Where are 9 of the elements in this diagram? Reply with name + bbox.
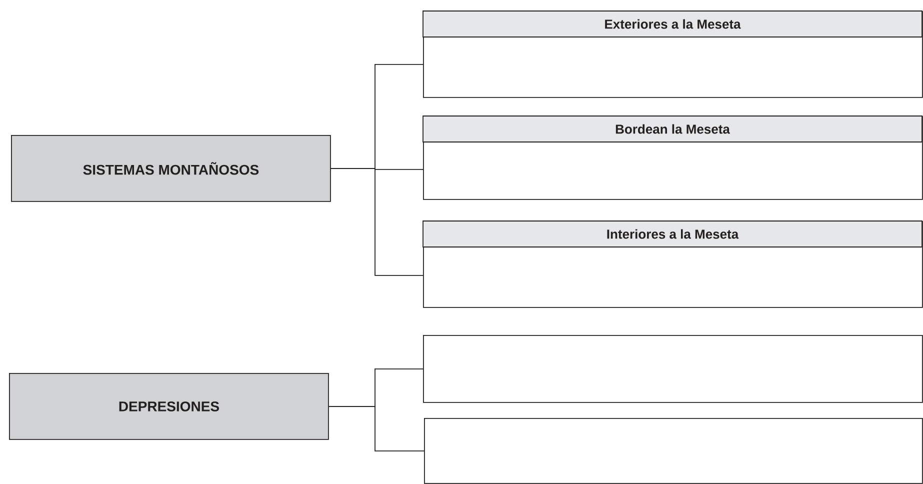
answer-box: Interiores a la Meseta — [422, 220, 923, 308]
connector-line — [328, 406, 424, 452]
answer-box: Exteriores a la Meseta — [422, 10, 923, 98]
category-box: DEPRESIONES — [9, 373, 329, 440]
category-box: SISTEMAS MONTAÑOSOS — [11, 135, 331, 202]
answer-box — [424, 418, 923, 484]
answer-box: Bordean la Meseta — [422, 116, 923, 200]
connector-line — [330, 168, 424, 276]
answer-box — [423, 335, 923, 403]
